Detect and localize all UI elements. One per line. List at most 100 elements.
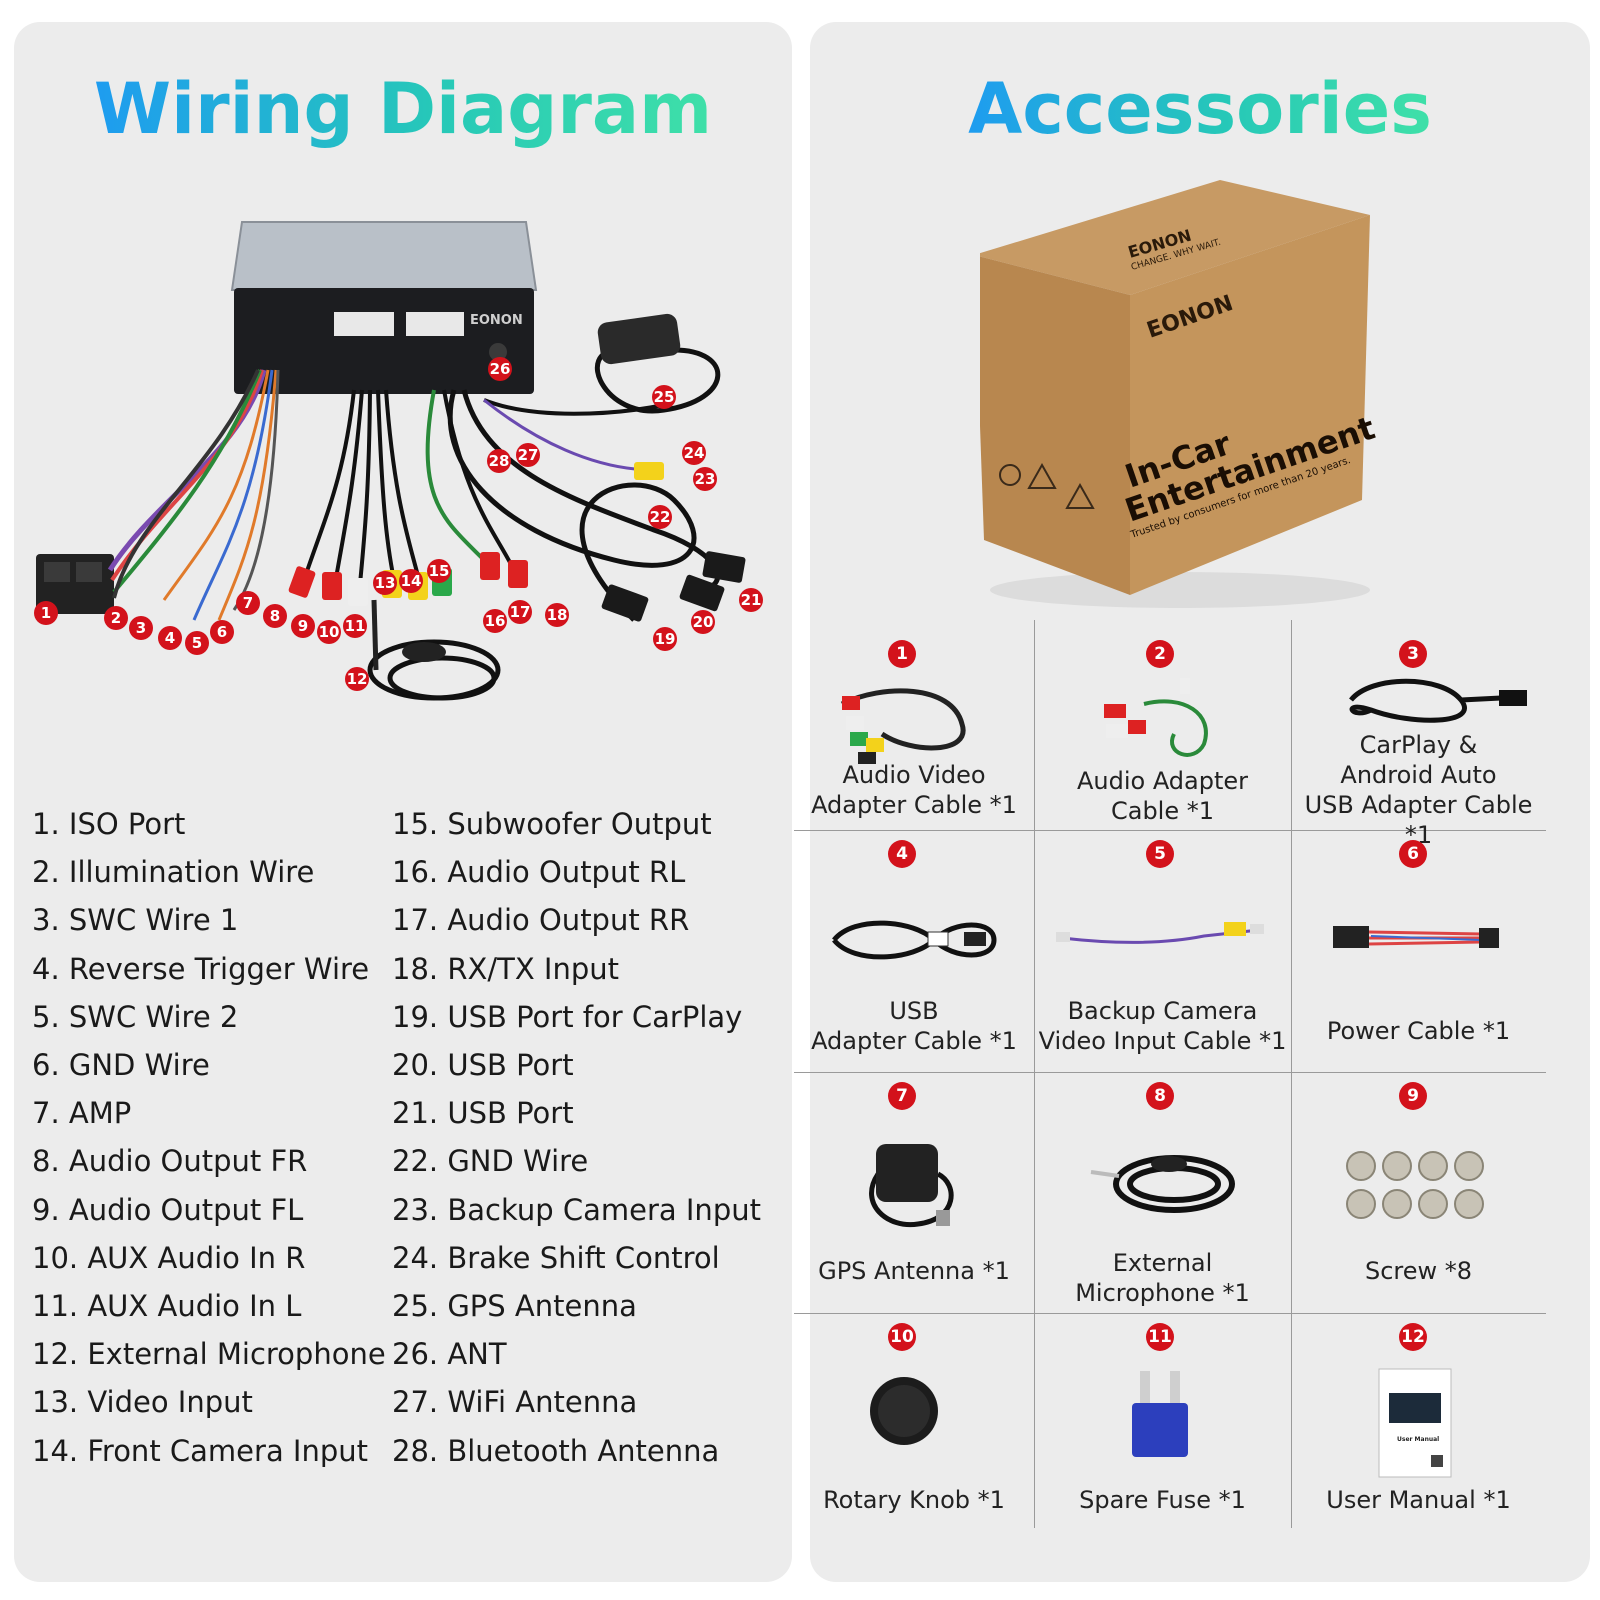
- legend-item: 19. USB Port for CarPlay: [392, 999, 743, 1034]
- item-label: Spare Fuse *1: [1079, 1486, 1246, 1514]
- legend-item: 28. Bluetooth Antenna: [392, 1433, 720, 1468]
- item-number-badge: 8: [1146, 1082, 1174, 1110]
- callout-3: 3: [129, 616, 153, 640]
- legend-item: 27. WiFi Antenna: [392, 1385, 638, 1420]
- callout-6: 6: [210, 620, 234, 644]
- audio-adapter-thumb: [1104, 678, 1208, 757]
- callout-4: 4: [158, 626, 182, 650]
- accessory-item-9: 9 Screw *8: [1291, 1072, 1546, 1313]
- legend-item: 24. Brake Shift Control: [392, 1240, 720, 1275]
- legend-item: 11. AUX Audio In L: [32, 1289, 302, 1324]
- legend-item: 17. Audio Output RR: [392, 903, 690, 938]
- box-side: [1130, 215, 1370, 595]
- accessory-item-5: 5 Backup Camera Video Input Cable *1: [1034, 830, 1291, 1072]
- legend-item: 23. Backup Camera Input: [392, 1192, 761, 1227]
- legend-item: 15. Subwoofer Output: [392, 807, 712, 841]
- accessory-item-6: 6 Power Cable *1: [1291, 830, 1546, 1072]
- rotary-knob-thumb: [870, 1377, 938, 1445]
- callout-11: 11: [343, 614, 367, 638]
- legend-item: 22. GND Wire: [392, 1144, 589, 1179]
- item-label: Screw *8: [1364, 1257, 1473, 1285]
- item-label: USB Adapter Cable *1: [811, 997, 1017, 1055]
- callout-21: 21: [739, 588, 763, 612]
- item-label: GPS Antenna *1: [818, 1257, 1010, 1285]
- item-number-badge: 1: [888, 640, 916, 668]
- usb-adapter-cable-thumb: [832, 920, 997, 960]
- accessory-item-8: 8 External Microphone *1: [1034, 1072, 1291, 1313]
- callout-9: 9: [291, 614, 315, 638]
- legend-item: 18. RX/TX Input: [392, 951, 620, 986]
- legend-item: 25. GPS Antenna: [392, 1289, 637, 1324]
- item-number-badge: 3: [1399, 640, 1427, 668]
- callout-1: 1: [34, 601, 58, 625]
- callout-19: 19: [653, 627, 677, 651]
- accessory-item-11: 11 Spare Fuse *1: [1034, 1313, 1291, 1533]
- item-number-badge: 11: [1146, 1323, 1174, 1351]
- legend-item: 6. GND Wire: [32, 1048, 210, 1083]
- external-microphone-thumb: [1090, 1155, 1235, 1213]
- callout-17: 17: [508, 600, 532, 624]
- item-number-badge: 5: [1146, 840, 1174, 868]
- head-unit-brand: EONON: [470, 313, 523, 328]
- legend-item: 4. Reverse Trigger Wire: [32, 951, 370, 986]
- callout-26: 26: [488, 357, 512, 381]
- callout-5: 5: [185, 631, 209, 655]
- accessory-item-12: 12 User Manual User Manual *1: [1291, 1313, 1546, 1533]
- gps-antenna-thumb: [869, 1144, 954, 1228]
- item-number-badge: 12: [1399, 1323, 1427, 1351]
- legend-item: 2. Illumination Wire: [32, 855, 315, 890]
- legend-item: 9. Audio Output FL: [32, 1192, 304, 1227]
- box-front: [980, 256, 1130, 595]
- spare-fuse-thumb: [1132, 1371, 1188, 1457]
- callout-14: 14: [399, 569, 423, 593]
- legend-item: 21. USB Port: [392, 1096, 574, 1131]
- item-label: External Microphone *1: [1075, 1249, 1250, 1307]
- accessory-item-3: 3 CarPlay & Android Auto USB Adapter Cab…: [1291, 630, 1546, 849]
- legend-item: 3. SWC Wire 1: [32, 903, 239, 938]
- carplay-usb-cable-thumb: [1349, 678, 1527, 723]
- wiring-legend-column-1: 1. ISO Port 2. Illumination Wire 3. SWC …: [32, 800, 386, 1475]
- legend-item: 16. Audio Output RL: [392, 855, 686, 890]
- product-box-illustration: EONON EONON CHANGE. WHY WAIT. In-Car Ent…: [980, 180, 1380, 608]
- gps-cable: [594, 347, 721, 414]
- callout-8: 8: [263, 604, 287, 628]
- box-top: [980, 180, 1370, 295]
- callout-28: 28: [487, 449, 511, 473]
- legend-item: 1. ISO Port: [32, 807, 186, 841]
- power-cable-thumb: [1333, 926, 1499, 948]
- item-number-badge: 2: [1146, 640, 1174, 668]
- callout-22: 22: [648, 505, 672, 529]
- wiring-diagram-title: Wiring Diagram: [93, 68, 713, 150]
- legend-item: 5. SWC Wire 2: [32, 999, 239, 1034]
- legend-item: 26. ANT: [392, 1337, 507, 1372]
- item-number-badge: 10: [888, 1323, 916, 1351]
- connector-block-right: [406, 312, 464, 336]
- accessories-title: Accessories: [968, 68, 1432, 150]
- callout-20: 20: [691, 610, 715, 634]
- callout-12: 12: [345, 667, 369, 691]
- callout-16: 16: [483, 609, 507, 633]
- item-number-badge: 4: [888, 840, 916, 868]
- accessory-item-7: 7 GPS Antenna *1: [794, 1072, 1034, 1313]
- callout-7: 7: [236, 591, 260, 615]
- item-label: Rotary Knob *1: [823, 1486, 1005, 1514]
- callout-23: 23: [693, 467, 717, 491]
- av-cable-thumb: [840, 688, 966, 764]
- wiring-legend-column-2: 15. Subwoofer Output 16. Audio Output RL…: [392, 800, 761, 1475]
- accessory-item-1: 1 Audio Video Adapter Cable *1: [794, 630, 1034, 830]
- recycle-triangle-icon: [1027, 462, 1057, 489]
- item-label: Audio Adapter Cable *1: [1076, 767, 1249, 825]
- item-number-badge: 7: [888, 1082, 916, 1110]
- gps-antenna-puck: [597, 313, 681, 365]
- head-unit-top: [230, 221, 538, 291]
- accessory-item-4: 4 USB Adapter Cable *1: [794, 830, 1034, 1072]
- user-manual-thumb: User Manual: [1378, 1368, 1452, 1478]
- legend-item: 14. Front Camera Input: [32, 1433, 369, 1468]
- accessory-item-10: 10 Rotary Knob *1: [794, 1313, 1034, 1533]
- callout-27: 27: [516, 443, 540, 467]
- screws-thumb: [1346, 1151, 1484, 1219]
- accessories-grid: 1 Audio Video Adapter Cable *1 2 Audio A…: [794, 620, 1590, 1580]
- item-label: Backup Camera Video Input Cable *1: [1038, 997, 1287, 1055]
- item-number-badge: 6: [1399, 840, 1427, 868]
- connector-block-left: [334, 312, 394, 336]
